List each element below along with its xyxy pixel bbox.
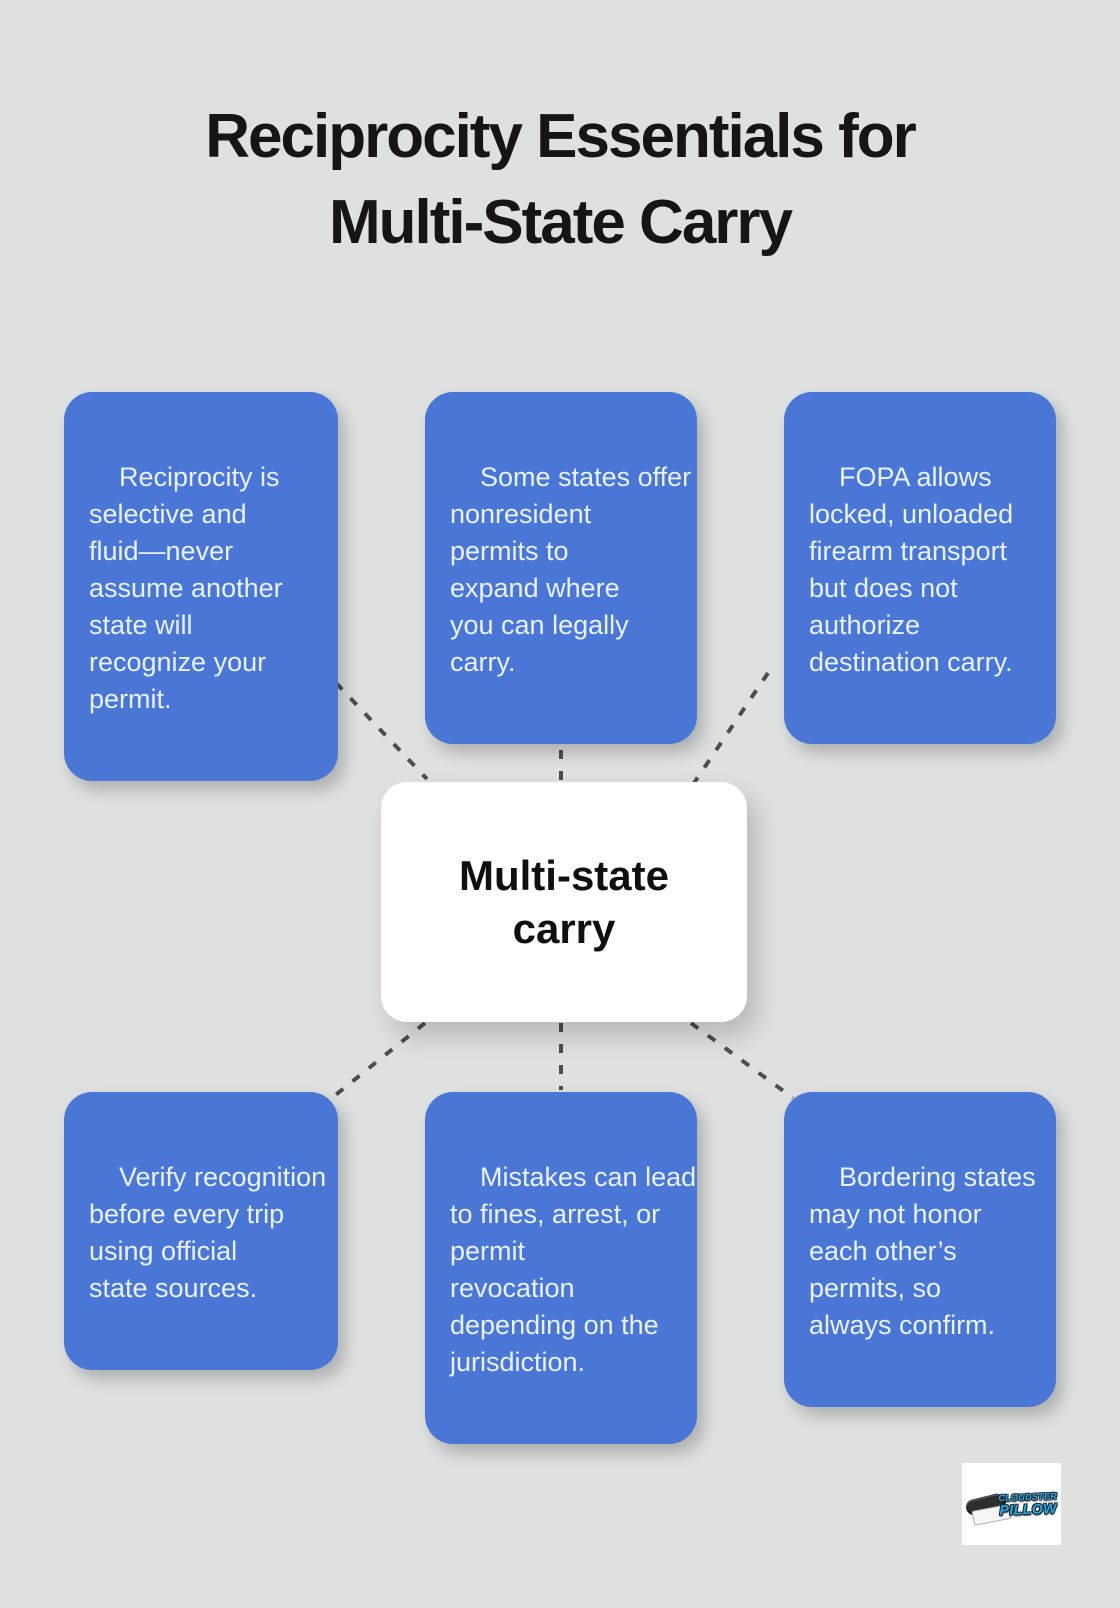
connector-top-left — [334, 681, 429, 781]
brand-name: CLOUDSTER PILLOW — [996, 1491, 1059, 1518]
info-card-text: Verify recognition before every trip usi… — [89, 1162, 327, 1303]
connector-bottom-right — [689, 1021, 795, 1100]
connector-top-right — [692, 671, 770, 785]
page-title: Reciprocity Essentials for Multi-State C… — [205, 102, 917, 257]
info-card-bottom-center: Mistakes can lead to fines, arrest, or p… — [425, 1092, 697, 1444]
central-node: Multi-state carry — [381, 782, 747, 1022]
info-card-bottom-right: Bordering states may not honor each othe… — [784, 1092, 1056, 1407]
info-card-top-right: FOPA allows locked, unloaded firearm tra… — [784, 392, 1056, 744]
info-card-text: Some states offer nonresident permits to… — [450, 462, 692, 677]
info-card-text: Mistakes can lead to fines, arrest, or p… — [450, 1162, 697, 1377]
info-card-bottom-left: Verify recognition before every trip usi… — [64, 1092, 338, 1370]
connector-bottom-left — [331, 1021, 427, 1099]
pillow-logo: CLOUDSTER PILLOW — [963, 1486, 1059, 1530]
info-card-text: FOPA allows locked, unloaded firearm tra… — [809, 462, 1014, 677]
brand-badge: CLOUDSTER PILLOW — [962, 1463, 1061, 1545]
info-card-text: Reciprocity is selective and fluid—never… — [89, 462, 283, 714]
info-card-top-left: Reciprocity is selective and fluid—never… — [64, 392, 338, 781]
info-card-top-center: Some states offer nonresident permits to… — [425, 392, 697, 744]
info-card-text: Bordering states may not honor each othe… — [809, 1162, 1036, 1340]
central-node-label: Multi-state carry — [459, 852, 669, 952]
brand-name-line2: PILLOW — [998, 1499, 1057, 1518]
